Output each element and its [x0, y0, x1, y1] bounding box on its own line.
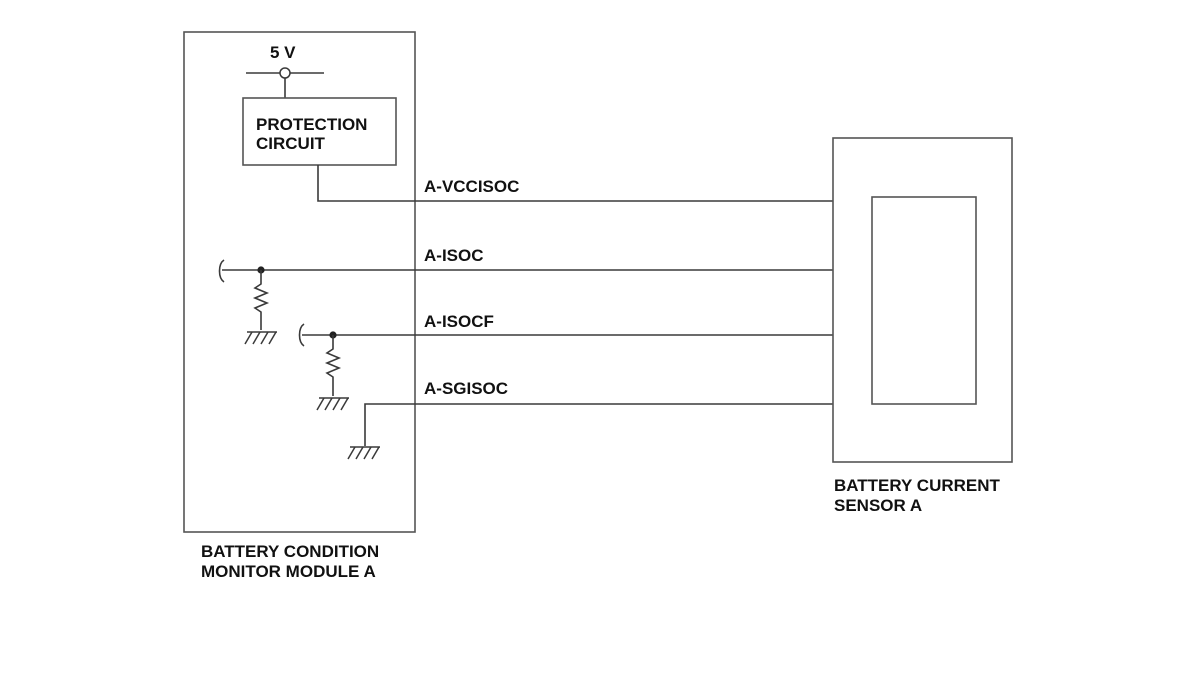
module-box — [183, 31, 416, 533]
protection-label-line1: PROTECTION — [256, 115, 367, 134]
isocf-pulldown-resistor — [324, 335, 342, 396]
sensor-box — [832, 137, 1013, 463]
protection-label-line2: CIRCUIT — [256, 134, 326, 153]
isocf-ground-symbol — [316, 397, 349, 411]
isoc-signal-label: A-ISOC — [424, 246, 484, 265]
module-label-line1: BATTERY CONDITION — [201, 542, 379, 561]
sensor-label-line1: BATTERY CURRENT — [834, 476, 1001, 495]
isoc-ground-symbol — [244, 331, 277, 345]
sgisoc-signal-label: A-SGISOC — [424, 379, 508, 398]
isocf-break-mark — [298, 323, 305, 347]
sgisoc-ground-symbol — [347, 446, 380, 460]
supply-terminal — [279, 67, 291, 79]
vcc-signal-label: A-VCCISOC — [424, 177, 519, 196]
sensor-label-line2: SENSOR A — [834, 496, 922, 515]
isoc-break-mark — [218, 259, 225, 283]
protection-circuit-box — [242, 97, 397, 166]
supply-label: 5 V — [270, 43, 296, 62]
module-label-line2: MONITOR MODULE A — [201, 562, 376, 581]
isocf-signal-label: A-ISOCF — [424, 312, 494, 331]
sgisoc-wire — [364, 403, 833, 446]
vcc-wire — [317, 165, 833, 202]
isoc-pulldown-resistor — [252, 270, 270, 330]
sensor-inner-element — [871, 196, 977, 405]
